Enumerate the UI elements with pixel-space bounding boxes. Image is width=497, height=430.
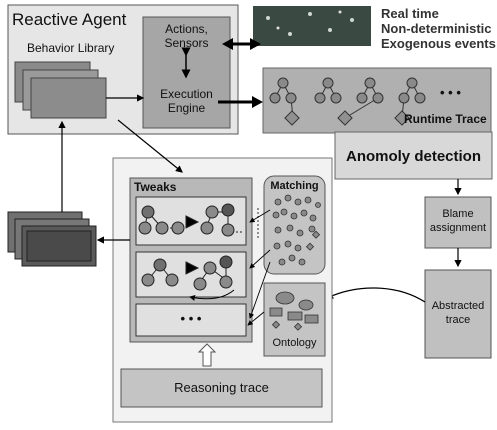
matching-label: Matching (270, 180, 319, 192)
engine-to-reasoning-arrow (117, 119, 183, 173)
tweaks-label: Tweaks (134, 180, 177, 194)
tweak-row-1-graph (138, 203, 244, 237)
blame-assignment-label: Blame assignment (429, 208, 487, 234)
engine-to-trace-arrowhead (252, 96, 263, 108)
behavior-library-page-front (30, 77, 107, 119)
engine-environment-arrowhead-right (250, 38, 261, 50)
ontology-label: Ontology (272, 337, 317, 349)
anomaly-detection-box (334, 131, 493, 180)
matching-to-tweak-arrow (249, 249, 271, 269)
tweak-row-2-graph (141, 255, 233, 291)
actions-sensors-label: Actions, Sensors (164, 22, 209, 50)
environment-image (253, 6, 371, 46)
runtime-trace-tree (337, 77, 384, 126)
reactive-agent-title: Reactive Agent (12, 10, 127, 29)
modified-library-page-inner (26, 230, 92, 262)
matching-graphs (272, 194, 321, 266)
environment-image-speck (276, 26, 280, 30)
blame-assignment-box (424, 196, 492, 249)
reasoning-trace-box (120, 368, 323, 408)
matching-to-tweak-arrow (249, 209, 271, 223)
tweaks-to-reasoning-hollow-arrow (197, 343, 217, 367)
abstracted-to-ontology-arrow (325, 287, 426, 303)
environment-line-2: Non-deterministic (381, 21, 492, 36)
environment-line-3: Exogenous events (381, 36, 496, 51)
behavior-library-label: Behavior Library (27, 41, 115, 55)
ontology-shapes (269, 291, 319, 331)
ontology-to-tweak-arrow (247, 311, 265, 326)
abstracted-trace-label: Abstracted trace (431, 300, 485, 326)
environment-image-speck (308, 12, 312, 16)
environment-properties: Real time Non-deterministic Exogenous ev… (381, 6, 496, 51)
runtime-trace-label: Runtime Trace (404, 112, 487, 126)
environment-image-speck (350, 18, 354, 22)
matching-to-tweak-arrow (248, 261, 271, 319)
environment-image-speck (338, 10, 342, 14)
environment-image-speck (266, 16, 270, 20)
tweak-row-curve-arrow (189, 289, 235, 301)
execution-engine-label: Execution Engine (160, 87, 213, 115)
environment-image-speck (328, 28, 332, 32)
runtime-trace-tree (394, 77, 426, 126)
runtime-trace-tree (269, 77, 300, 126)
tweak-row-3 (135, 303, 247, 337)
environment-line-1: Real time (381, 6, 439, 21)
environment-image-speck (288, 32, 292, 36)
tweaks-ellipsis: • • • (180, 311, 202, 326)
anomaly-detection-label: Anomoly detection (345, 148, 481, 165)
engine-environment-arrowhead-left (222, 38, 233, 50)
reasoning-trace-label: Reasoning trace (174, 380, 269, 395)
runtime-trace-tree (314, 77, 342, 104)
runtime-trace-ellipsis: • • • (440, 85, 461, 100)
abstracted-trace-box (424, 269, 492, 359)
